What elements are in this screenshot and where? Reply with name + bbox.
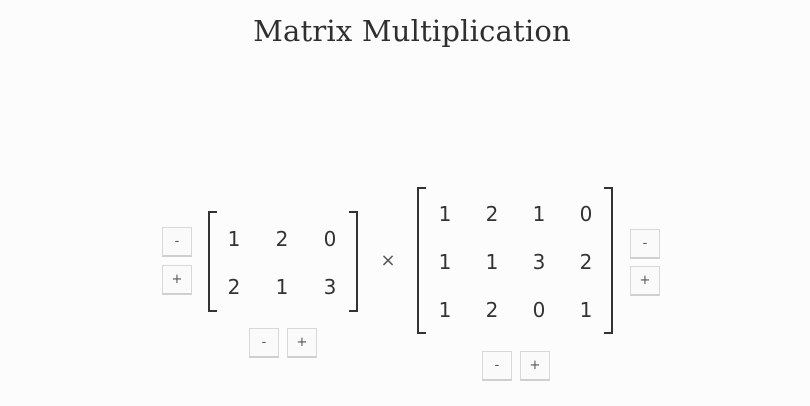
right-matrix-cell-r2c4[interactable]: 2: [579, 250, 593, 274]
left-matrix: 1 2 0 2 1 3: [208, 211, 358, 312]
left-matrix-cell-r2c2[interactable]: 1: [275, 275, 289, 299]
left-matrix-cell-r1c2[interactable]: 2: [275, 227, 289, 251]
right-matrix: 1 2 1 0 1 1 3 2 1 2 0 1: [417, 187, 613, 334]
right-matrix-cell-r2c2[interactable]: 1: [485, 250, 499, 274]
left-matrix-cell-r2c3[interactable]: 3: [323, 275, 337, 299]
left-matrix-add-row-button[interactable]: +: [162, 265, 192, 295]
left-matrix-cell-r2c1[interactable]: 2: [227, 275, 241, 299]
left-matrix-add-column-button[interactable]: +: [287, 328, 317, 358]
right-bracket: [604, 187, 613, 334]
right-matrix-add-column-button[interactable]: +: [520, 351, 550, 381]
multiply-operator: ×: [380, 250, 396, 271]
right-bracket: [349, 211, 358, 312]
right-matrix-cell-r1c4[interactable]: 0: [579, 202, 593, 226]
right-matrix-add-row-button[interactable]: +: [630, 266, 660, 296]
right-matrix-cell-r1c3[interactable]: 1: [532, 202, 546, 226]
left-matrix-remove-column-button[interactable]: -: [249, 328, 279, 358]
left-matrix-remove-row-button[interactable]: -: [162, 227, 192, 257]
right-matrix-cell-r3c3[interactable]: 0: [532, 298, 546, 322]
page-title: Matrix Multiplication: [253, 14, 571, 48]
left-bracket: [208, 211, 217, 312]
right-matrix-cell-r1c2[interactable]: 2: [485, 202, 499, 226]
right-matrix-cell-r2c3[interactable]: 3: [532, 250, 546, 274]
left-matrix-cell-r1c1[interactable]: 1: [227, 227, 241, 251]
right-matrix-cell-r1c1[interactable]: 1: [438, 202, 452, 226]
right-matrix-cell-r2c1[interactable]: 1: [438, 250, 452, 274]
right-matrix-remove-row-button[interactable]: -: [630, 229, 660, 259]
right-matrix-cell-r3c1[interactable]: 1: [438, 298, 452, 322]
right-matrix-cell-r3c4[interactable]: 1: [579, 298, 593, 322]
left-matrix-cell-r1c3[interactable]: 0: [323, 227, 337, 251]
right-matrix-remove-column-button[interactable]: -: [482, 351, 512, 381]
left-bracket: [417, 187, 426, 334]
right-matrix-cell-r3c2[interactable]: 2: [485, 298, 499, 322]
